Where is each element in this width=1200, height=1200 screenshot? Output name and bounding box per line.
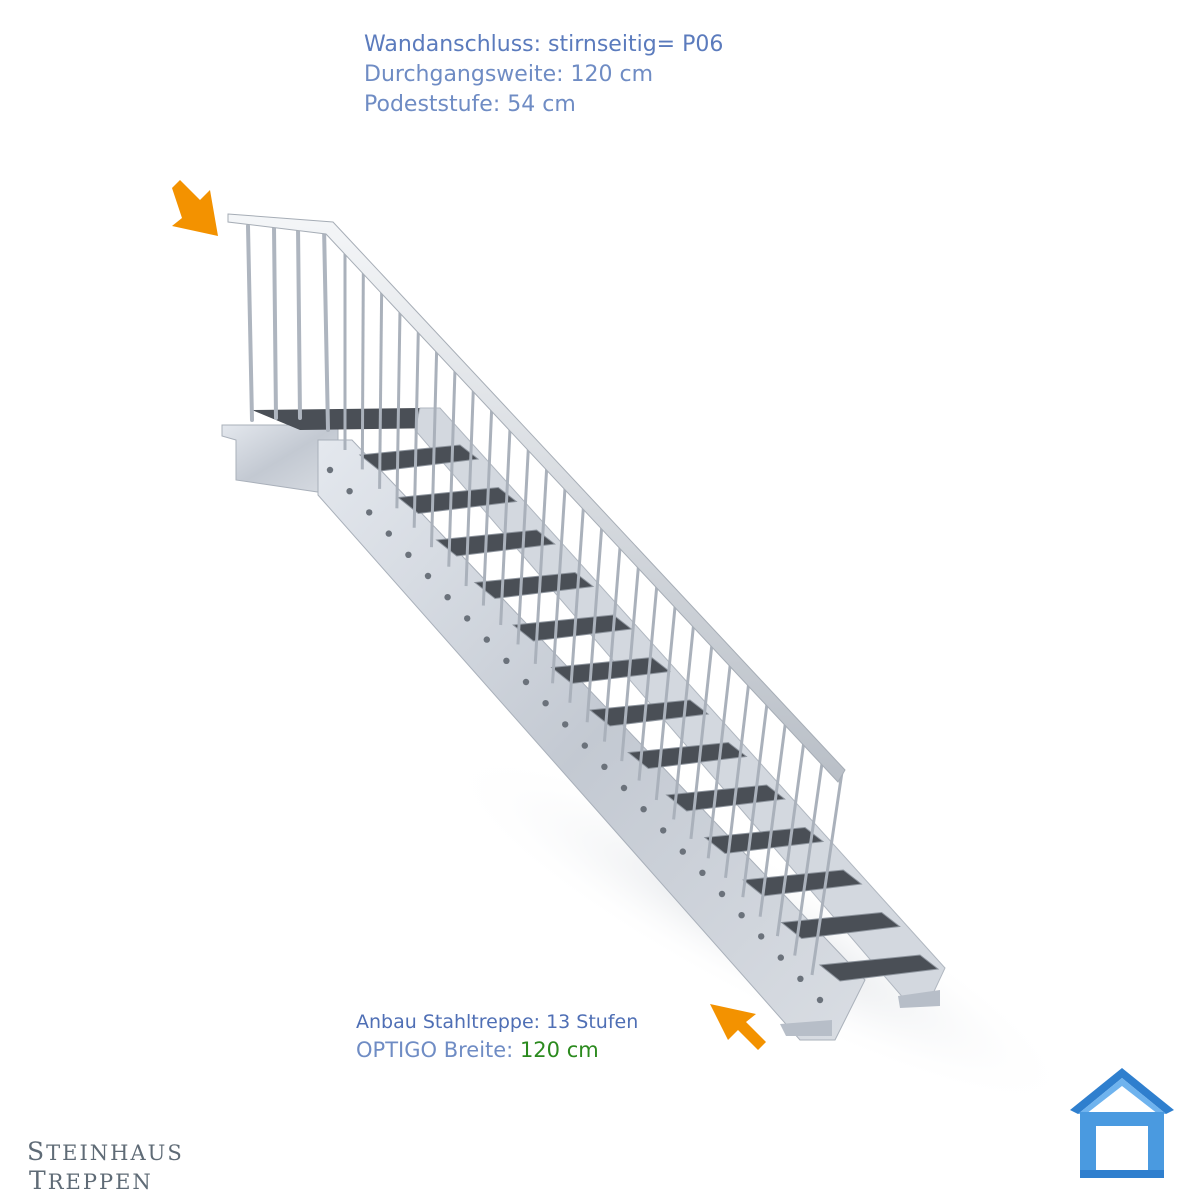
stringer-bolt bbox=[601, 763, 608, 770]
baluster bbox=[360, 255, 365, 470]
stringer-bolt bbox=[444, 594, 451, 601]
stringer-bolt bbox=[777, 954, 784, 961]
baluster bbox=[447, 355, 457, 567]
baluster bbox=[775, 732, 807, 937]
baluster bbox=[585, 513, 605, 723]
baluster bbox=[481, 394, 494, 606]
baluster bbox=[793, 751, 826, 956]
stair-step bbox=[742, 869, 863, 897]
landing-balusters bbox=[246, 224, 330, 432]
stringer-bolt bbox=[326, 466, 334, 474]
stringer-bolt bbox=[718, 890, 726, 898]
baluster bbox=[741, 692, 770, 898]
arrow-up-left-icon bbox=[710, 1004, 766, 1050]
stringer-bolt bbox=[679, 848, 686, 855]
baluster bbox=[533, 454, 549, 664]
step-count-label: Anbau Stahltreppe: 13 Stufen bbox=[356, 1011, 639, 1033]
handrail bbox=[227, 213, 846, 783]
stringer-bolt bbox=[562, 721, 569, 728]
brand-line-2: TREPPEN bbox=[29, 1166, 153, 1195]
stair-step bbox=[512, 614, 633, 642]
baluster bbox=[672, 613, 697, 820]
stair-step bbox=[780, 911, 901, 940]
stringer-bolt bbox=[581, 742, 588, 749]
baluster bbox=[464, 374, 476, 587]
baluster bbox=[378, 275, 384, 489]
baluster bbox=[706, 652, 734, 859]
baluster bbox=[412, 315, 421, 528]
arrow-down-right-icon bbox=[172, 180, 218, 236]
baluster bbox=[654, 593, 678, 801]
stair-step bbox=[818, 954, 940, 982]
house-logo-icon bbox=[1070, 1068, 1174, 1178]
stringer-bolt bbox=[816, 996, 824, 1004]
stringer-bolt bbox=[797, 975, 804, 982]
foot-plate bbox=[780, 1020, 832, 1036]
stair-step bbox=[358, 444, 480, 472]
width-label-text: OPTIGO Breite: bbox=[356, 1038, 520, 1062]
stringer-bolt bbox=[483, 636, 490, 643]
stringer-bolt bbox=[503, 657, 510, 664]
foot-plate-far bbox=[898, 990, 940, 1008]
stringer-bolt bbox=[620, 784, 628, 792]
stringer-bolt bbox=[699, 869, 706, 876]
stringer-bolt bbox=[738, 912, 745, 919]
stringer-bolt bbox=[385, 530, 392, 537]
passage-width-label: Durchgangsweite: 120 cm bbox=[364, 62, 654, 87]
baluster bbox=[568, 493, 586, 703]
baluster bbox=[395, 295, 402, 509]
brand-wordmark: STEINHAUS TREPPEN bbox=[27, 1138, 184, 1196]
baluster bbox=[758, 712, 789, 917]
stair-step bbox=[588, 699, 710, 727]
stringer-bolt bbox=[424, 572, 432, 580]
baluster bbox=[810, 771, 844, 976]
width-label: OPTIGO Breite: 120 cm bbox=[356, 1036, 638, 1064]
baluster bbox=[689, 632, 715, 840]
stringer-bolt bbox=[522, 678, 530, 686]
brand-line-1: STEINHAUS bbox=[27, 1137, 184, 1166]
stringer-bolt bbox=[405, 551, 412, 558]
baluster bbox=[499, 414, 513, 626]
width-value: 120 cm bbox=[519, 1038, 599, 1062]
stringer-bolt bbox=[640, 806, 647, 813]
stringer-bolt bbox=[758, 933, 765, 940]
baluster bbox=[429, 335, 439, 548]
baluster bbox=[516, 434, 531, 645]
stringer-bolt bbox=[464, 615, 471, 622]
bottom-info: Anbau Stahltreppe: 13 Stufen OPTIGO Brei… bbox=[356, 1008, 638, 1064]
landing-step-label: Podeststufe: 54 cm bbox=[364, 92, 576, 117]
top-info: Wandanschluss: stirnseitig= P06 Durchgan… bbox=[364, 30, 723, 120]
wall-connection-label: Wandanschluss: stirnseitig= P06 bbox=[364, 32, 724, 57]
baluster bbox=[637, 573, 660, 781]
baluster bbox=[602, 533, 623, 742]
baluster bbox=[551, 474, 568, 684]
baluster bbox=[724, 672, 752, 878]
stair-stringer bbox=[317, 439, 866, 1041]
stringer-bolt bbox=[660, 827, 667, 834]
stringer-bolt bbox=[542, 700, 549, 707]
stringer-bolt bbox=[366, 509, 373, 516]
stringer-bolt bbox=[346, 488, 353, 495]
baluster bbox=[620, 553, 642, 762]
